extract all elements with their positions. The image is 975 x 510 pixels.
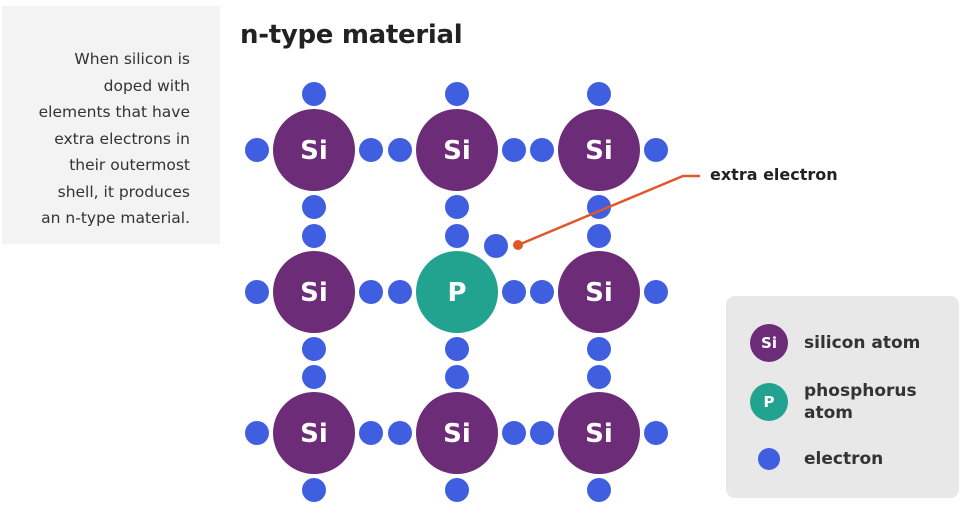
- silicon-atom: [558, 251, 640, 333]
- electron: [445, 195, 469, 219]
- silicon-atom-label: Si: [300, 419, 328, 449]
- phosphorus-atom: [416, 251, 498, 333]
- legend-item-phosphorus: P phosphorus atom: [750, 380, 924, 424]
- extra-electron-label: extra electron: [710, 165, 838, 184]
- electron: [359, 138, 383, 162]
- electron: [644, 138, 668, 162]
- electron: [302, 224, 326, 248]
- electron: [445, 337, 469, 361]
- electron: [644, 280, 668, 304]
- electron: [359, 280, 383, 304]
- electron: [445, 478, 469, 502]
- electron: [587, 365, 611, 389]
- electron: [587, 337, 611, 361]
- caption-line: their outermost: [69, 156, 190, 174]
- silicon-atom: [558, 109, 640, 191]
- legend: Si silicon atom P phosphorus atom electr…: [726, 296, 959, 498]
- caption-line: extra electrons in: [54, 129, 190, 148]
- electron: [388, 138, 412, 162]
- electron: [388, 280, 412, 304]
- caption-box: When silicon is doped with elements that…: [2, 6, 220, 244]
- electron: [302, 337, 326, 361]
- caption-line: When silicon is: [74, 50, 190, 68]
- silicon-atom-label: Si: [585, 278, 613, 308]
- callout-layer: [513, 174, 700, 250]
- callout-dot: [513, 240, 523, 250]
- diagram-title: n-type material: [240, 20, 463, 50]
- electron: [502, 138, 526, 162]
- electron: [530, 280, 554, 304]
- electron: [502, 280, 526, 304]
- silicon-atom-label: Si: [300, 136, 328, 166]
- silicon-atom-label: Si: [443, 419, 471, 449]
- electron: [587, 82, 611, 106]
- caption-line: shell, it produces: [57, 182, 190, 201]
- silicon-atom: [416, 392, 498, 474]
- caption-line: an n-type material.: [41, 209, 190, 227]
- legend-item-silicon: Si silicon atom: [750, 324, 934, 362]
- electron: [445, 365, 469, 389]
- electron: [587, 224, 611, 248]
- legend-label-phosphorus: phosphorus atom: [804, 381, 917, 423]
- silicon-atom-swatch: Si: [750, 324, 788, 362]
- silicon-atom-label: Si: [585, 419, 613, 449]
- electron: [245, 280, 269, 304]
- phosphorus-atom-label: P: [447, 278, 466, 308]
- silicon-atom-label: Si: [443, 136, 471, 166]
- caption-line: doped with: [103, 76, 190, 95]
- electron: [502, 421, 526, 445]
- electron: [245, 138, 269, 162]
- silicon-atom: [273, 251, 355, 333]
- silicon-atom: [558, 392, 640, 474]
- electron: [359, 421, 383, 445]
- callout-line: [517, 174, 700, 247]
- electron-swatch: [758, 448, 780, 470]
- electron: [302, 82, 326, 106]
- electron: [530, 421, 554, 445]
- electron: [587, 478, 611, 502]
- electron: [245, 421, 269, 445]
- electron: [484, 234, 508, 258]
- silicon-atom-label: Si: [585, 136, 613, 166]
- phosphorus-atom-swatch: P: [750, 383, 788, 421]
- electron: [302, 365, 326, 389]
- legend-item-electron: electron: [750, 448, 934, 470]
- legend-label-electron: electron: [804, 449, 884, 469]
- electron: [530, 138, 554, 162]
- caption-text: When silicon is doped with elements that…: [0, 46, 190, 232]
- electron: [445, 224, 469, 248]
- electron: [388, 421, 412, 445]
- legend-label-silicon: silicon atom: [804, 333, 921, 353]
- electron: [445, 82, 469, 106]
- electrons-layer: [245, 82, 668, 502]
- electron: [302, 478, 326, 502]
- silicon-atom: [273, 109, 355, 191]
- caption-line: elements that have: [38, 103, 190, 121]
- silicon-atom: [416, 109, 498, 191]
- electron: [302, 195, 326, 219]
- silicon-atom-label: Si: [300, 278, 328, 308]
- silicon-atom: [273, 392, 355, 474]
- electron: [644, 421, 668, 445]
